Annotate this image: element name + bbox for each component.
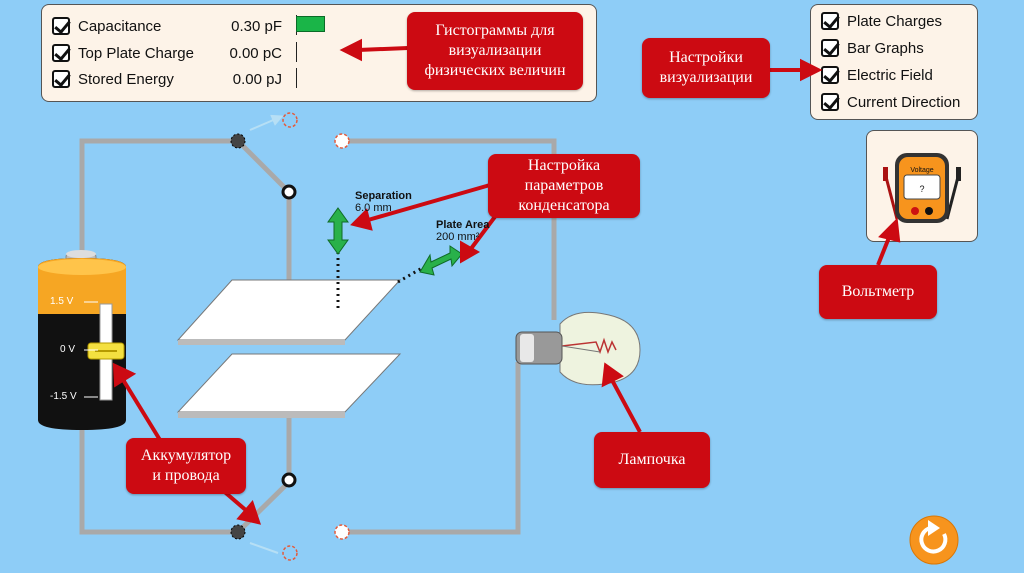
electric-field-checkbox[interactable] [821, 66, 839, 84]
capacitance-label: Capacitance [78, 17, 162, 35]
plate-charges-checkbox[interactable] [821, 12, 839, 30]
separation-arrow [327, 207, 349, 255]
callout-bulb: Лампочка [594, 432, 710, 488]
top-plate-charge-row[interactable]: Top Plate Charge [52, 40, 194, 66]
battery-voltage-slider[interactable] [86, 340, 126, 362]
switch-top-drag-arrow [249, 114, 284, 131]
capacitance-bar [296, 16, 325, 32]
capacitance-checkbox[interactable] [52, 17, 70, 35]
switch-top-pivot [230, 133, 246, 149]
stored-energy-label: Stored Energy [78, 70, 174, 88]
wire-bottom-left [79, 415, 238, 535]
electric-field-option[interactable]: Electric Field [821, 66, 933, 84]
switch-top-contact [281, 184, 297, 200]
top-switch-handle[interactable] [228, 131, 248, 151]
switch-bottom-ghost [282, 545, 298, 561]
view-settings-panel: Plate Charges Bar Graphs Electric Field … [810, 4, 978, 120]
plate-area-drag-handle[interactable] [418, 244, 464, 276]
callout-bar-graphs: Гистограммы для визуализации физических … [407, 12, 583, 90]
separation-label-group: Separation 6.0 mm [355, 190, 412, 214]
plate-charges-label: Plate Charges [847, 12, 943, 30]
switch-bottom-pivot [230, 524, 246, 540]
battery-zero-label: 0 V [60, 344, 76, 355]
reset-all-button[interactable] [910, 516, 958, 564]
stored-energy-value: 0.00 pJ [232, 71, 282, 88]
switch-top-ghost [282, 112, 298, 128]
stored-energy-checkbox[interactable] [52, 70, 70, 88]
battery [38, 250, 126, 430]
top-plate-charge-checkbox[interactable] [52, 44, 70, 62]
callout-capacitor: Настройка параметров конденсатора [488, 154, 640, 218]
switch-top-arm [236, 139, 291, 194]
plate-charges-option[interactable]: Plate Charges [821, 12, 942, 30]
callout-battery: Аккумулятор и провода [126, 438, 246, 494]
current-direction-label: Current Direction [847, 93, 961, 111]
energy-bar-axis [296, 68, 297, 88]
battery-min-label: -1.5 V [50, 391, 77, 402]
voltmeter-toolbox[interactable]: Voltage ? [866, 130, 978, 242]
wire-top-left [79, 138, 238, 265]
bar-graphs-label: Bar Graphs [847, 39, 924, 57]
light-bulb [515, 311, 641, 386]
stored-energy-row[interactable]: Stored Energy [52, 66, 174, 92]
wires [79, 138, 557, 535]
top-plate [176, 279, 402, 341]
current-direction-checkbox[interactable] [821, 93, 839, 111]
separation-label: Separation [355, 190, 412, 202]
top-plate-edge [178, 340, 345, 345]
separation-value: 6.0 mm [355, 202, 392, 214]
electric-field-label: Electric Field [847, 66, 933, 84]
bottom-plate [176, 353, 402, 413]
bottom-plate-edge [178, 412, 345, 418]
callout-view-settings: Настройки визуализации [642, 38, 770, 98]
top-plate-charge-value: 0.00 pC [229, 45, 282, 62]
voltmeter-title: Voltage [910, 167, 933, 174]
plate-area-label-group: Plate Area 200 mm² [436, 219, 489, 243]
separation-drag-handle[interactable] [326, 206, 352, 256]
voltmeter-reading: ? [919, 184, 924, 194]
battery-max-label: 1.5 V [50, 296, 74, 307]
capacitance-meter-row[interactable]: Capacitance [52, 13, 161, 39]
wire-bottom-right [342, 362, 521, 535]
switch-bottom-drag-arrow [249, 542, 279, 554]
current-direction-option[interactable]: Current Direction [821, 93, 960, 111]
bar-graphs-checkbox[interactable] [821, 39, 839, 57]
callout-arrows [112, 38, 901, 525]
plate-area-label: Plate Area [436, 219, 490, 231]
reset-button [909, 515, 959, 565]
wire-top-right [342, 138, 557, 320]
voltmeter-icon[interactable]: Voltage ? [867, 131, 977, 241]
top-plate-charge-label: Top Plate Charge [78, 44, 194, 62]
bar-graphs-option[interactable]: Bar Graphs [821, 39, 924, 57]
switch-bottom-alt-contact [334, 524, 350, 540]
plate-area-value: 200 mm² [436, 231, 480, 243]
bottom-switch-handle[interactable] [228, 522, 248, 542]
callout-voltmeter: Вольтметр [819, 265, 937, 319]
charge-bar-axis [296, 42, 297, 62]
switch-top-alt-contact [334, 133, 350, 149]
area-guide [397, 266, 423, 284]
switch-bottom-arm [236, 480, 291, 534]
switch-bottom-contact [281, 472, 297, 488]
capacitance-value: 0.30 pF [231, 18, 282, 35]
